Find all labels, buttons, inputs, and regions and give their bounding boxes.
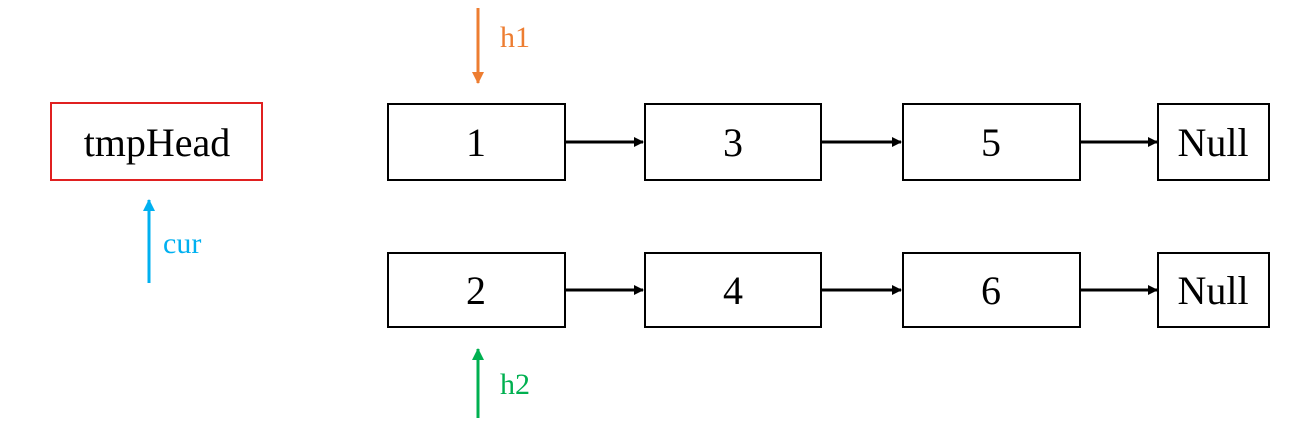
h1-label: h1: [500, 21, 530, 54]
list2-null-label: Null: [1177, 268, 1248, 313]
cur-label: cur: [163, 227, 201, 260]
tmphead-node: tmpHead: [50, 102, 263, 181]
list2-node-value: 2: [466, 268, 486, 313]
list1-node-value: 5: [981, 120, 1001, 165]
h2-label: h2: [500, 368, 530, 401]
list-2: 2 4 6 Null: [387, 252, 1270, 328]
list2-node-value: 4: [723, 268, 743, 313]
h2-pointer: h2: [472, 348, 530, 418]
tmphead-box: [50, 102, 263, 181]
list2-node-value: 6: [981, 268, 1001, 313]
list2-node-box: [644, 252, 822, 328]
list1-null-box: [1157, 103, 1270, 181]
list1-node-box: [387, 103, 566, 181]
h1-pointer: h1: [472, 8, 530, 84]
list1-null-label: Null: [1177, 120, 1248, 165]
list2-null-box: [1157, 252, 1270, 328]
list1-node-value: 1: [466, 120, 486, 165]
list1-node-box: [902, 103, 1081, 181]
list1-node-box: [644, 103, 822, 181]
list-1: 1 3 5 Null: [387, 103, 1270, 181]
tmphead-label: tmpHead: [84, 120, 231, 165]
cur-pointer: cur: [143, 199, 201, 283]
list1-node-value: 3: [723, 120, 743, 165]
